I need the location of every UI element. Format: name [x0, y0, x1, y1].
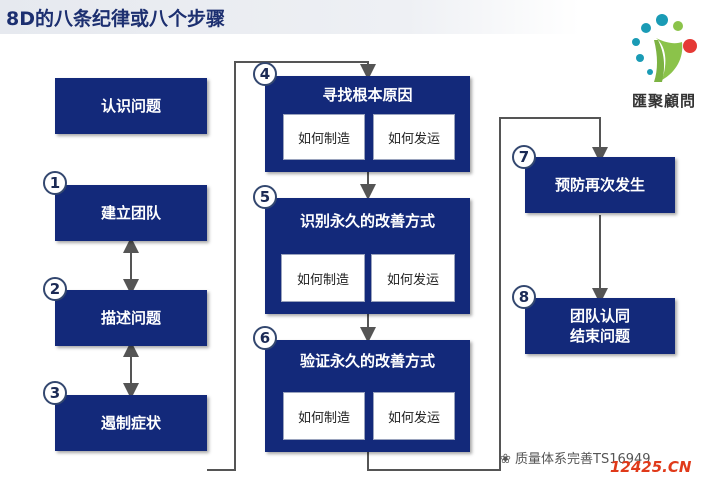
- step-label: 验证永久的改善方式: [299, 352, 435, 370]
- step-1-box: 建立团队: [55, 185, 207, 241]
- watermark-site: 12425.CN: [610, 458, 692, 476]
- sub-box-shipping: 如何发运: [373, 114, 455, 160]
- step-7-box: 预防再次发生: [525, 157, 675, 213]
- wechat-icon: ❀: [500, 452, 516, 467]
- step-4-box: 寻找根本原因 如何制造 如何发运: [265, 76, 470, 172]
- title-bar: 8D的八条纪律或八个步骤: [0, 0, 580, 34]
- step-label-line1: 团队认同: [569, 306, 630, 325]
- step-3-box: 遏制症状: [55, 395, 207, 451]
- step-label: 遏制症状: [100, 413, 161, 432]
- step-6-box: 验证永久的改善方式 如何制造 如何发运: [265, 340, 470, 452]
- arrow-3-4: [207, 61, 376, 471]
- sub-box-manufacture: 如何制造: [281, 254, 365, 302]
- step-number-7: 7: [512, 145, 536, 169]
- sub-box-shipping: 如何发运: [373, 392, 455, 440]
- company-logo: [632, 14, 697, 82]
- step-8-box: 团队认同 结束问题: [525, 298, 675, 354]
- sub-box-shipping: 如何发运: [371, 254, 455, 302]
- step-2-box: 描述问题: [55, 290, 207, 346]
- logo-text: 匯聚顧問: [631, 92, 696, 110]
- step-recognize-problem: 认识问题: [55, 78, 207, 134]
- step-number-2: 2: [43, 277, 67, 301]
- step-label: 寻找根本原因: [322, 86, 413, 104]
- sub-box-manufacture: 如何制造: [283, 114, 365, 160]
- step-number-1: 1: [43, 171, 67, 195]
- sub-box-manufacture: 如何制造: [283, 392, 365, 440]
- step-label: 建立团队: [100, 203, 161, 222]
- step-number-5: 5: [253, 185, 277, 209]
- arrow-6-7: [367, 117, 608, 471]
- step-label-line2: 结束问题: [569, 327, 630, 345]
- watermark-text: ❀ 质量体系完善TS16949: [500, 452, 651, 467]
- step-number-6: 6: [253, 326, 277, 350]
- step-number-3: 3: [43, 381, 67, 405]
- step-label: 预防再次发生: [554, 175, 645, 194]
- step-number-8: 8: [512, 285, 536, 309]
- step-number-4: 4: [253, 62, 277, 86]
- step-label: 描述问题: [100, 308, 161, 327]
- step-label: 识别永久的改善方式: [299, 212, 435, 230]
- step-5-box: 识别永久的改善方式 如何制造 如何发运: [265, 198, 470, 314]
- page-title: 8D的八条纪律或八个步骤: [6, 8, 225, 30]
- step-label: 认识问题: [100, 96, 161, 115]
